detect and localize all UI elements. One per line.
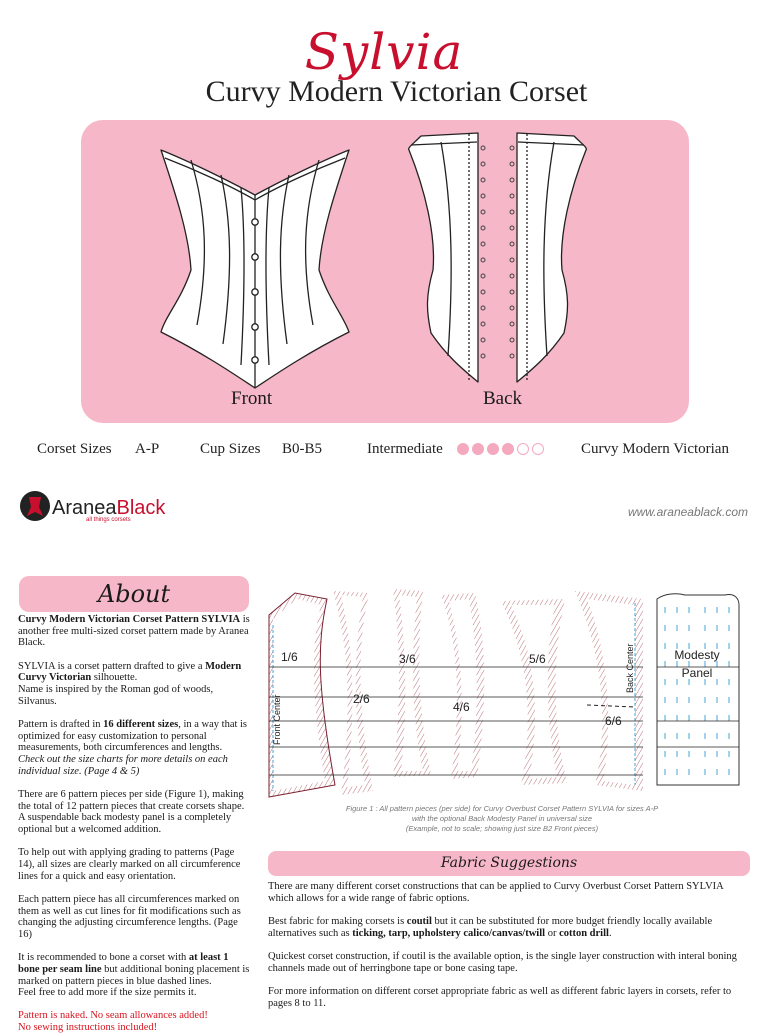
about-text: Curvy Modern Victorian Corset Pattern SY… (18, 614, 251, 1034)
difficulty-dot (457, 443, 469, 455)
brand-name: AraneaBlack (52, 497, 165, 520)
difficulty-dot (532, 443, 544, 455)
difficulty-dot (487, 443, 499, 455)
about-paragraph: It is recommended to bone a corset with … (18, 952, 251, 999)
cup-sizes-value: B0-B5 (282, 441, 323, 457)
warning-text: Pattern is naked. No seam allowances add… (18, 1010, 208, 1022)
difficulty-label: Intermediate (367, 441, 443, 457)
pattern-label-3: 3/6 (399, 652, 416, 666)
about-p3-text-end: , in a way that is optimized for easy cu… (18, 718, 248, 754)
pattern-piece-1 (268, 592, 336, 798)
about-p7-bold: at least 1 bone per seam line (18, 952, 229, 975)
pattern-piece-5 (501, 599, 567, 785)
about-paragraph: SYLVIA is a corset pattern drafted to gi… (18, 661, 251, 708)
fabric-paragraph: Best fabric for making corsets is coutil… (268, 916, 748, 939)
brand-name-part2: Black (116, 497, 166, 519)
back-corset-drawing (407, 132, 588, 383)
modesty-panel-label: Modesty (674, 648, 719, 662)
brand-tagline: all things corsets (86, 517, 131, 523)
fabric-coutil: coutil (406, 916, 432, 928)
fabric-text: There are many different corset construc… (268, 881, 748, 1021)
fabric-p2-text-mid: but it can be substituted for more budge… (268, 916, 713, 939)
front-corset-drawing (160, 149, 350, 389)
fabric-p2-end: . (608, 927, 612, 939)
spider-logo-icon (20, 491, 50, 521)
corset-illustration (160, 132, 588, 389)
script-title: Sylvia (304, 23, 464, 81)
figure-caption-line: (Example, not to scale; showing just siz… (405, 824, 599, 833)
about-p2-text: SYLVIA is a corset pattern drafted to gi… (18, 660, 206, 672)
pattern-label-4: 4/6 (453, 700, 470, 714)
figure-caption-line: Figure 1 : All pattern pieces (per side)… (345, 804, 659, 813)
about-p4-modesty: A suspendable back modesty panel is a co… (18, 812, 232, 836)
about-p2-name-origin: Name is inspired by the Roman god of woo… (18, 684, 214, 707)
difficulty-rating (457, 443, 544, 455)
about-p3-bold: 16 different sizes (103, 718, 179, 730)
fabric-paragraph: There are many different corset construc… (268, 881, 724, 904)
pattern-piece-4 (441, 593, 485, 779)
difficulty-dot (472, 443, 484, 455)
website-link[interactable]: www.araneablack.com (627, 505, 748, 519)
hero-panel: Front Back (81, 120, 689, 423)
pattern-label-1: 1/6 (281, 650, 298, 664)
brand-name-part1: Aranea (52, 497, 117, 519)
pattern-pieces-figure: 1/6 2/6 3/6 4/6 5/6 6/6 Front Center Bac… (268, 589, 740, 798)
page-title: Curvy Modern Victorian Corset (205, 75, 588, 108)
fabric-paragraph: For more information on different corset… (268, 986, 732, 1009)
pattern-piece-2 (333, 591, 373, 795)
cup-sizes-label: Cup Sizes (200, 441, 261, 457)
about-p7-text: It is recommended to bone a corset with (18, 952, 189, 964)
about-p4-text: There are 6 pattern pieces per side (Fig… (18, 788, 245, 812)
corset-sizes-label: Corset Sizes (37, 441, 112, 457)
about-p1-bold: Curvy Modern Victorian Corset Pattern SY… (18, 614, 241, 625)
modesty-panel-label-2: Panel (682, 666, 713, 680)
fabric-p2-text: Best fabric for making corsets is (268, 916, 407, 928)
about-paragraph: Each pattern piece has all circumference… (18, 893, 241, 940)
figure-caption: Figure 1 : All pattern pieces (per side)… (268, 804, 736, 834)
pattern-label-2: 2/6 (353, 692, 370, 706)
difficulty-dot (502, 443, 514, 455)
about-paragraph: To help out with applying grading to pat… (18, 847, 241, 882)
fabric-heading: Fabric Suggestions (268, 851, 750, 876)
modesty-panel-piece (656, 593, 740, 786)
back-label: Back (483, 388, 523, 409)
about-heading: About (19, 576, 249, 612)
back-center-label: Back Center (625, 643, 635, 693)
about-p2-bold: Modern Curvy Victorian (18, 660, 242, 684)
style-label: Curvy Modern Victorian (581, 441, 729, 457)
fabric-p2-or: or (545, 927, 560, 939)
about-p3-italic: Check out the size charts for more detai… (18, 754, 228, 777)
fabric-paragraph: Quickest corset construction, if coutil … (268, 951, 737, 974)
about-paragraph: Curvy Modern Victorian Corset Pattern SY… (18, 614, 251, 649)
about-p3-text: Pattern is drafted in (18, 718, 104, 730)
front-center-label: Front Center (272, 694, 282, 745)
about-p2-text-end: silhouette. (91, 672, 138, 684)
about-paragraph: There are 6 pattern pieces per side (Fig… (18, 789, 251, 836)
difficulty-dot (517, 443, 529, 455)
about-p7-note: Feel free to add more if the size permit… (18, 987, 197, 999)
pattern-label-6: 6/6 (605, 714, 622, 728)
fabric-alternatives: ticking, tarp, upholstery calico/canvas/… (352, 927, 546, 939)
pattern-piece-6 (575, 591, 643, 791)
pattern-label-5: 5/6 (529, 652, 546, 666)
pattern-piece-3 (393, 589, 431, 777)
figure-caption-line: with the optional Back Modesty Panel in … (411, 814, 593, 823)
about-p7-text-end: but additional boning placement is marke… (18, 963, 250, 987)
corset-sizes-value: A-P (135, 441, 160, 457)
front-label: Front (231, 388, 273, 409)
about-paragraph: Pattern is drafted in 16 different sizes… (18, 719, 251, 778)
fabric-cotton-drill: cotton drill (559, 927, 609, 939)
about-p1-text: is another free multi-sized corset patte… (18, 614, 250, 649)
